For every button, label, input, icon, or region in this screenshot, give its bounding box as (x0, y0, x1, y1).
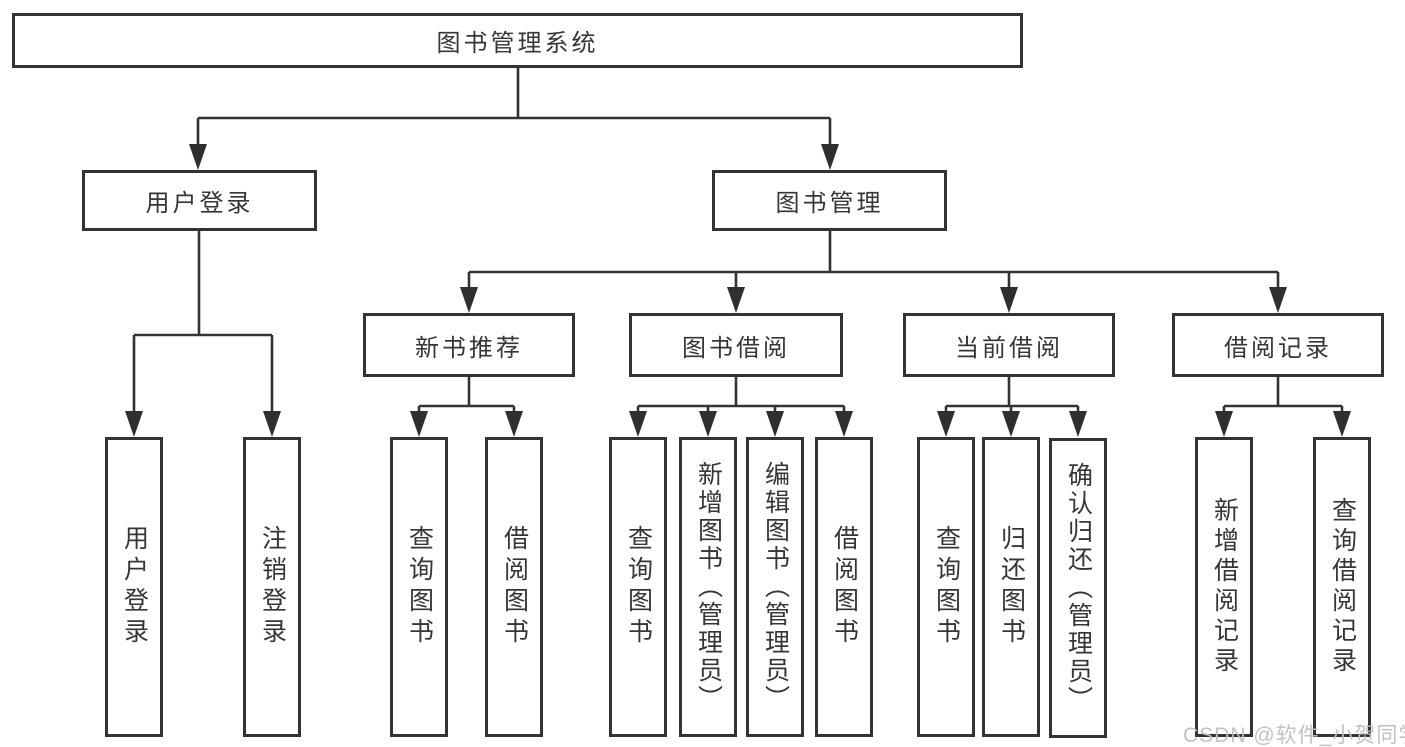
connector-new-book-recommend-children (417, 377, 516, 418)
node-borrow-record: 借阅记录 (1172, 313, 1384, 377)
leaf-logout: 注销登录 (243, 437, 301, 737)
leaf-add-book-admin: 新增图书（管理员） (679, 437, 737, 737)
leaf-confirm-return-admin: 确认归还（管理员） (1049, 438, 1107, 738)
leaf-edit-book-admin-label: 编辑图书（管理员） (761, 461, 790, 713)
leaf-query-borrow-record: 查询借阅记录 (1313, 437, 1371, 737)
node-new-book-recommend-label: 新书推荐 (415, 334, 523, 362)
node-root-system: 图书管理系统 (12, 13, 1023, 68)
leaf-edit-book-admin: 编辑图书（管理员） (746, 437, 804, 737)
node-current-borrow: 当前借阅 (903, 313, 1115, 377)
leaf-query-book-current-label: 查询图书 (932, 525, 961, 649)
node-book-borrow-label: 图书借阅 (682, 334, 790, 362)
leaf-query-book-recommend-label: 查询图书 (405, 525, 434, 649)
node-current-borrow-label: 当前借阅 (955, 334, 1063, 362)
leaf-query-book-current: 查询图书 (917, 437, 975, 737)
node-book-borrow: 图书借阅 (629, 313, 843, 377)
connector-root-to-level2 (196, 68, 832, 150)
node-book-management-label: 图书管理 (775, 190, 884, 217)
node-new-book-recommend: 新书推荐 (363, 313, 575, 377)
arrowheads (125, 144, 1351, 437)
csdn-watermark: CSDN @软件_小贺同学 (1183, 724, 1405, 747)
leaf-borrow-book: 借阅图书 (815, 437, 873, 737)
connector-book-borrow-children (636, 377, 846, 418)
leaf-query-book-borrow: 查询图书 (609, 437, 667, 737)
leaf-query-book-recommend: 查询图书 (390, 437, 448, 737)
leaf-user-login-label: 用户登录 (120, 525, 149, 649)
leaf-borrow-book-recommend: 借阅图书 (485, 437, 543, 737)
node-user-login: 用户登录 (82, 170, 317, 231)
connector-book-management-children (467, 231, 1280, 292)
leaf-add-book-admin-label: 新增图书（管理员） (694, 461, 723, 713)
leaf-borrow-book-recommend-label: 借阅图书 (500, 525, 529, 649)
leaf-return-book-label: 归还图书 (997, 525, 1026, 649)
node-user-login-label: 用户登录 (145, 190, 254, 217)
leaf-add-borrow-record-label: 新增借阅记录 (1210, 497, 1239, 677)
leaf-query-borrow-record-label: 查询借阅记录 (1328, 497, 1357, 677)
connector-borrow-record-children (1222, 377, 1344, 418)
node-borrow-record-label: 借阅记录 (1224, 334, 1332, 362)
leaf-query-book-borrow-label: 查询图书 (624, 525, 653, 649)
leaf-confirm-return-admin-label: 确认归还（管理员） (1064, 462, 1093, 714)
connector-user-login-children (132, 231, 274, 418)
node-book-management: 图书管理 (712, 170, 947, 231)
leaf-logout-label: 注销登录 (258, 525, 287, 649)
leaf-return-book: 归还图书 (982, 437, 1040, 737)
leaf-add-borrow-record: 新增借阅记录 (1195, 437, 1253, 737)
leaf-borrow-book-label: 借阅图书 (830, 525, 859, 649)
leaf-user-login: 用户登录 (105, 437, 163, 737)
node-root-system-label: 图书管理系统 (436, 30, 599, 57)
